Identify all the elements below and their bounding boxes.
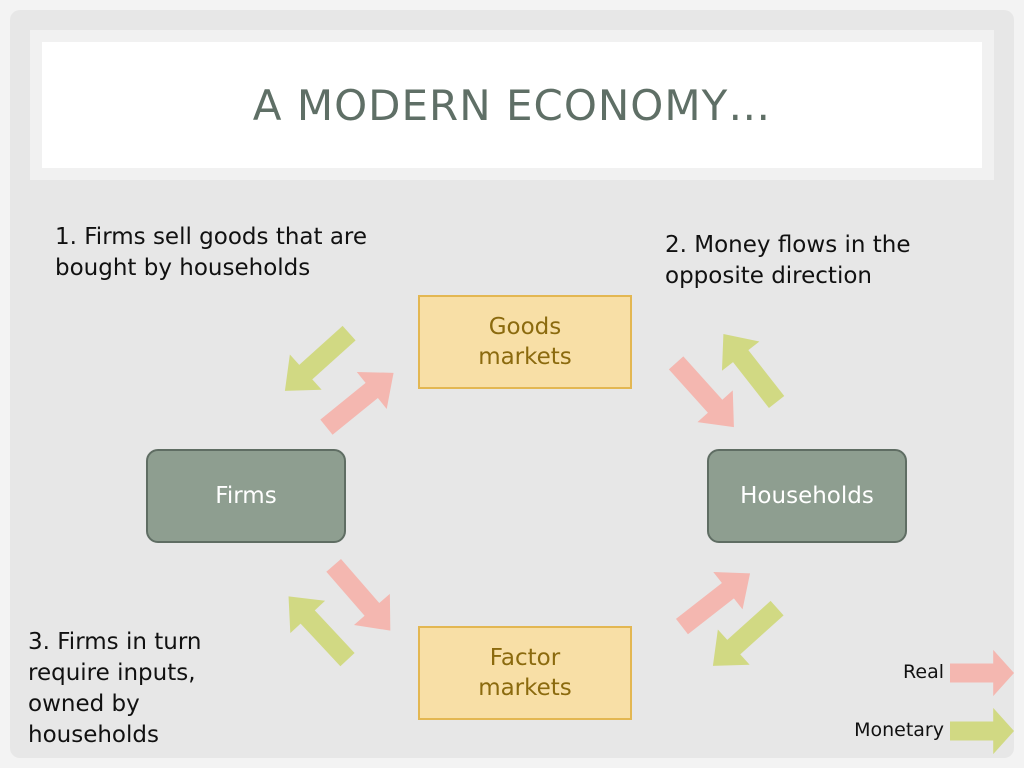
slide-title: A MODERN ECONOMY…	[252, 80, 772, 130]
title-box: A MODERN ECONOMY…	[42, 42, 982, 168]
arrow-monetary-to-firms	[268, 315, 366, 409]
firms-label: Firms	[215, 483, 277, 509]
households-box: Households	[707, 449, 907, 543]
title-band: A MODERN ECONOMY…	[30, 30, 994, 180]
firms-box: Firms	[146, 449, 346, 543]
legend-real-arrow	[950, 649, 1014, 697]
goods-markets-box: Goods markets	[418, 295, 632, 389]
note-firms-sell-goods: 1. Firms sell goods that are bought by h…	[55, 224, 368, 281]
goods-markets-label: Goods markets	[478, 314, 572, 370]
note-firms-require-inputs: 3. Firms in turn require inputs, owned b…	[28, 629, 202, 748]
factor-markets-label: Factor markets	[478, 645, 572, 701]
legend-monetary-arrow	[950, 707, 1014, 755]
legend-real-label: Real	[903, 661, 944, 683]
arrow-real-to-goods-markets	[311, 354, 409, 446]
factor-markets-box: Factor markets	[418, 626, 632, 720]
households-label: Households	[740, 483, 874, 509]
legend-monetary-label: Monetary	[854, 719, 944, 741]
note-money-flows: 2. Money flows in the opposite direction	[665, 232, 911, 289]
